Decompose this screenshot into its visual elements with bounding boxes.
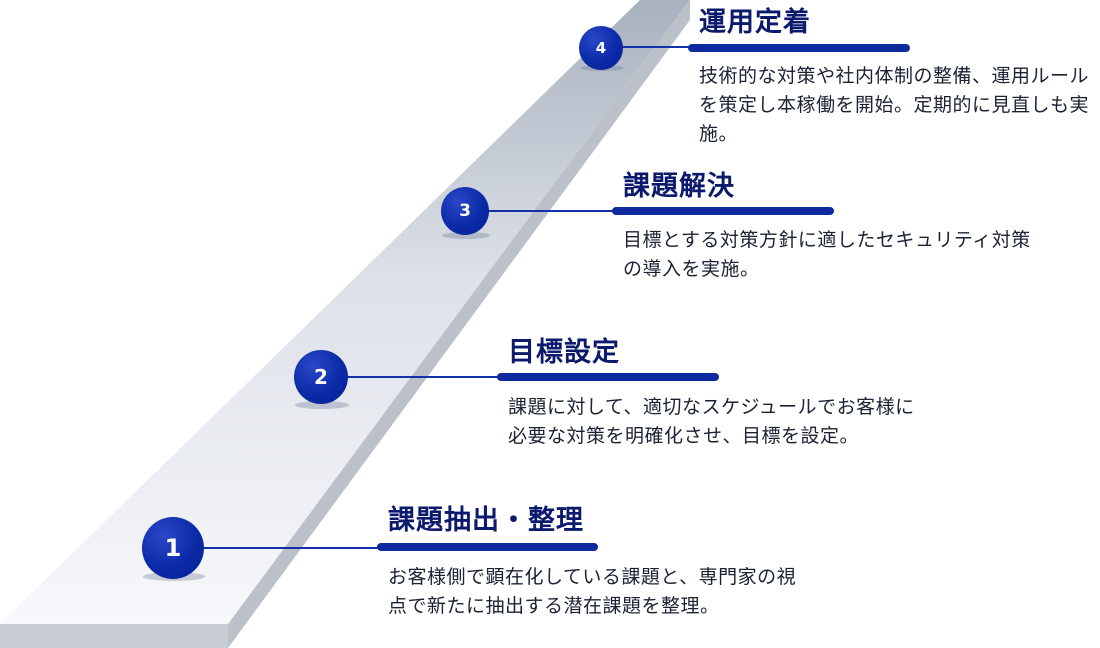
step-1-connector	[200, 547, 382, 549]
step-2-marker: 2	[294, 350, 348, 404]
step-1-description: お客様側で顕在化している課題と、専門家の視点で新たに抽出する潜在課題を整理。	[388, 566, 797, 617]
step-3-title: 課題解決	[623, 171, 735, 202]
step-3-marker: 3	[441, 187, 489, 235]
step-4-description: 技術的な対策や社内体制の整備、運用ルールを策定し本稼働を開始。定期的に見直しも実…	[699, 65, 1090, 145]
road-surface	[0, 0, 690, 624]
step-2-description: 課題に対して、適切なスケジュールでお客様に必要な対策を明確化させ、目標を設定。	[508, 396, 915, 447]
road-front	[0, 624, 228, 648]
step-3-connector	[486, 210, 618, 212]
step-4-title: 運用定着	[699, 7, 811, 38]
step-4-title-underline	[688, 44, 910, 52]
step-1-title-underline	[377, 543, 598, 551]
step-2-title-underline	[497, 373, 719, 381]
step-1-marker: 1	[142, 517, 204, 579]
step-1-title: 課題抽出・整理	[388, 505, 584, 536]
step-2-connector	[344, 376, 502, 378]
step-1-number: 1	[164, 534, 182, 562]
step-3-title-underline	[612, 207, 834, 215]
step-3-marker-shadow	[442, 232, 490, 239]
step-2-marker-shadow	[295, 401, 349, 409]
step-2-number: 2	[314, 365, 328, 389]
road-edge	[228, 0, 690, 648]
step-4-number: 4	[595, 39, 607, 57]
step-3-number: 3	[459, 201, 471, 221]
step-3-description: 目標とする対策方針に適したセキュリティ対策の導入を実施。	[623, 229, 1031, 280]
step-4-connector	[620, 46, 695, 48]
step-2-title: 目標設定	[508, 337, 620, 368]
step-4-marker: 4	[579, 26, 623, 70]
